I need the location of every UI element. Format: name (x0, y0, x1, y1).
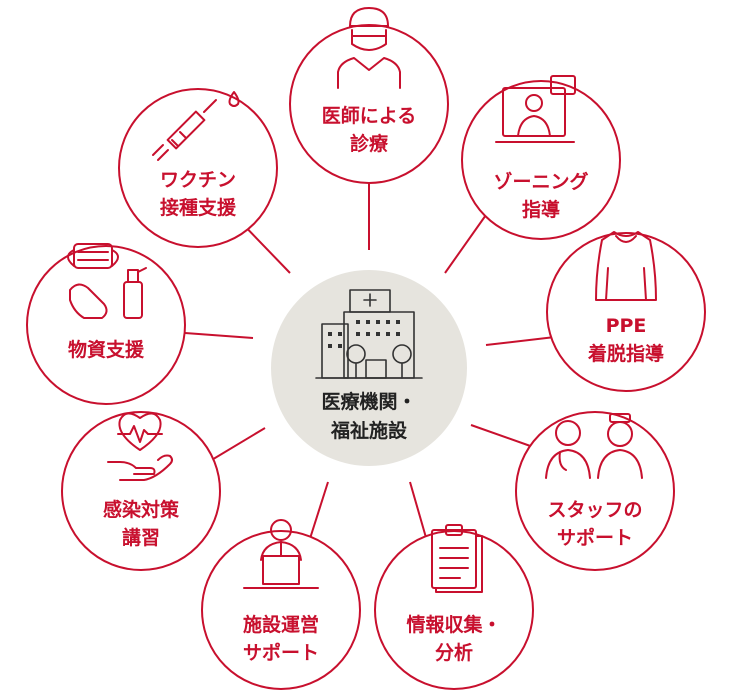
node-supplies: 物資支援 (26, 243, 186, 405)
node-vaccine-line2: 接種支援 (160, 196, 237, 219)
spoke-supplies (184, 332, 254, 339)
node-staff-line2: サポート (557, 526, 633, 549)
mask-sanitizer-icon (67, 243, 147, 319)
node-staff-line1: スタッフの (547, 499, 642, 521)
node-ppe-line2: 着脱指導 (588, 342, 664, 365)
node-doctor-line2: 診療 (350, 132, 389, 155)
node-doctor: 医師による 診療 (289, 7, 449, 184)
node-facility-line1: 施設運営 (243, 613, 319, 636)
syringe-icon (152, 91, 240, 161)
medical-staff-icon (545, 413, 643, 479)
clipboard-icon (431, 524, 483, 593)
node-info: 情報収集・ 分析 (374, 524, 534, 690)
node-info-line2: 分析 (435, 641, 473, 664)
hospital-building-icon (315, 289, 423, 379)
node-ppe: PPE 着脱指導 (546, 231, 706, 392)
center-label-line2: 福祉施設 (330, 419, 408, 442)
center-circle (271, 270, 467, 466)
node-facility: 施設運営 サポート (201, 519, 361, 690)
node-info-line1: 情報収集・ (406, 613, 501, 636)
node-infection: 感染対策 講習 (61, 411, 221, 571)
node-zoning: ゾーニング 指導 (461, 75, 621, 240)
node-infection-line2: 講習 (122, 526, 160, 549)
node-ppe-line1: PPE (606, 315, 647, 337)
heart-hand-icon (107, 412, 173, 481)
node-supplies-line1: 物資支援 (68, 338, 145, 361)
center-label-line1: 医療機関・ (321, 390, 416, 413)
node-facility-line2: サポート (243, 641, 319, 664)
doctor-mask-icon (337, 7, 401, 89)
node-vaccine-line1: ワクチン (160, 169, 236, 191)
node-doctor-line1: 医師による (322, 104, 416, 127)
node-doctor-circle (289, 24, 449, 184)
node-facility-circle (201, 530, 361, 690)
node-vaccine: ワクチン 接種支援 (118, 88, 278, 248)
node-infection-line1: 感染対策 (103, 498, 180, 521)
node-zoning-line1: ゾーニング (493, 170, 588, 193)
video-consultation-icon (495, 75, 576, 143)
node-zoning-line2: 指導 (522, 198, 560, 221)
gown-icon (595, 231, 657, 301)
center-hub: 医療機関・ 福祉施設 (271, 270, 467, 466)
node-vaccine-circle (118, 88, 278, 248)
node-ppe-circle (546, 232, 706, 392)
node-info-circle (374, 530, 534, 690)
office-worker-icon (243, 519, 319, 589)
spoke-staff (470, 424, 537, 449)
node-staff-circle (515, 411, 675, 571)
node-staff: スタッフの サポート (515, 411, 675, 571)
node-supplies-circle (26, 245, 186, 405)
node-infection-circle (61, 411, 221, 571)
spoke-ppe (485, 336, 556, 346)
node-zoning-circle (461, 80, 621, 240)
